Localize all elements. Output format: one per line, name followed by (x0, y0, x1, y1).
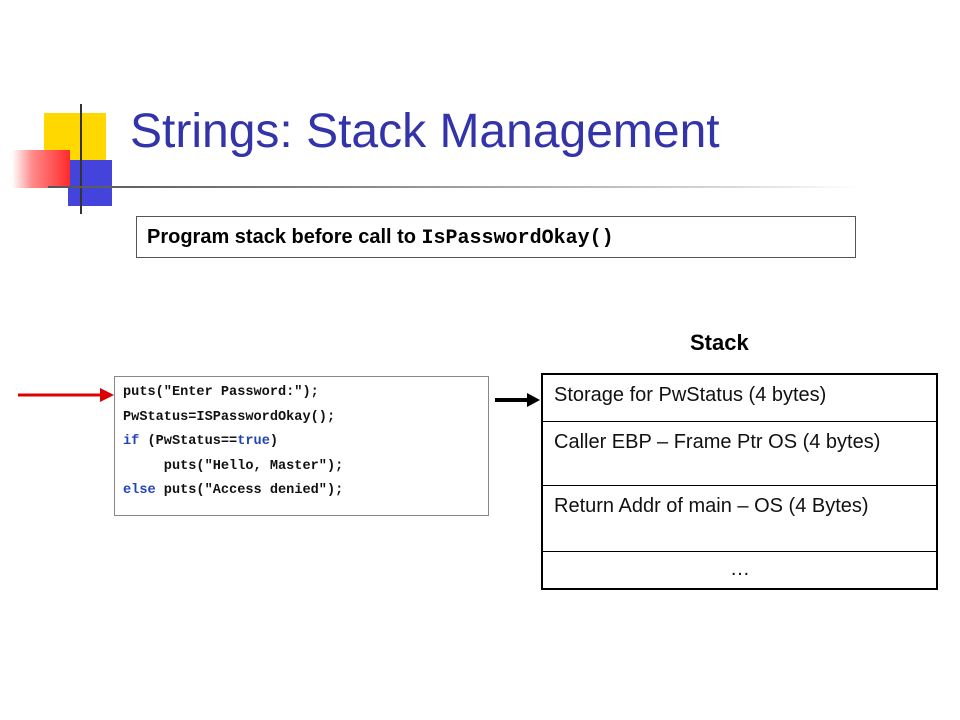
caption-box: Program stack before call to IsPasswordO… (136, 216, 856, 258)
caption-function-name: IsPasswordOkay() (421, 227, 614, 250)
code-text: PwStatus=ISPasswordOkay(); (123, 409, 336, 425)
code-text: puts("Enter Password:"); (123, 385, 319, 400)
code-box: puts("Enter Password:"); PwStatus=ISPassw… (114, 376, 489, 516)
red-arrow-icon (18, 388, 114, 402)
stack-cell-ellipsis: … (730, 558, 750, 580)
stack-pointer-arrow-icon (495, 393, 540, 407)
code-line: else puts("Access denied"); (123, 479, 488, 504)
title-underline (48, 186, 858, 188)
caption-text: Program stack before call to (147, 226, 422, 248)
decor-vertical-line (80, 104, 82, 214)
code-text: (PwStatus== (139, 434, 238, 449)
stack-table: Storage for PwStatus (4 bytes) Caller EB… (541, 373, 938, 590)
slide-title: Strings: Stack Management (130, 105, 720, 158)
code-line: PwStatus=ISPasswordOkay(); (123, 406, 488, 431)
code-line: puts("Hello, Master"); (123, 455, 488, 480)
caption: Program stack before call to IsPasswordO… (147, 226, 614, 250)
stack-cell-caller-ebp: Caller EBP – Frame Ptr OS (4 bytes) (543, 422, 936, 486)
code-keyword: if (123, 434, 140, 449)
code-text: puts("Access denied"); (155, 483, 344, 498)
code-line: puts("Enter Password:"); (123, 381, 488, 406)
code-line: if (PwStatus==true) (123, 430, 488, 455)
code-keyword: else (123, 483, 156, 498)
stack-label: Stack (690, 330, 749, 355)
code-keyword: true (237, 434, 270, 449)
stack-cell-pwstatus: Storage for PwStatus (4 bytes) (543, 375, 936, 422)
code-text: ) (269, 434, 279, 449)
code-text: puts("Hello, Master"); (123, 458, 344, 474)
decor-red-gradient-bar (12, 150, 70, 188)
stack-cell-return-addr: Return Addr of main – OS (4 Bytes) (543, 486, 936, 552)
decor-blue-square (68, 160, 112, 206)
